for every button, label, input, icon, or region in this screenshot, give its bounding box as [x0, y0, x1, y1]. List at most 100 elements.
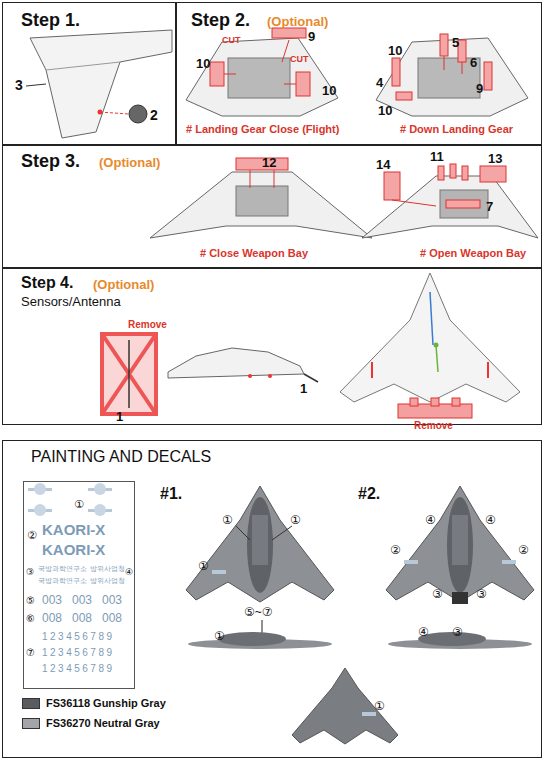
fuselage: [447, 497, 473, 593]
callout-number: 14: [376, 158, 390, 171]
decal-callout: ①: [374, 700, 385, 712]
step-panel: Step 4.(Optional)Sensors/Antenna: [2, 268, 542, 425]
legend-label: FS36118 Gunship Gray: [46, 698, 166, 709]
hull-top: [340, 273, 520, 402]
assembly-arrow: [224, 74, 236, 75]
aircraft-side: [218, 632, 286, 646]
callout-number: 2: [150, 108, 158, 122]
callout-number: 4: [376, 76, 383, 89]
decal-text: 003: [102, 594, 122, 606]
decal-text: 방위사업청: [90, 565, 125, 572]
aircraft-bottom: [292, 668, 398, 744]
gear-door: [296, 72, 310, 96]
sprue-part: [410, 398, 418, 406]
bay-door: [384, 172, 400, 200]
decal-callout: ②: [518, 544, 529, 556]
fit-point: [268, 374, 272, 378]
decal-text: 123456789: [42, 664, 115, 674]
step-heading: Step 2.: [191, 11, 250, 29]
decal-number: ④: [125, 568, 133, 577]
sprue-frame: [102, 334, 156, 414]
section-title: PAINTING AND DECALS: [31, 449, 211, 465]
callout-number: 6: [470, 56, 477, 69]
callout-number: 5: [452, 36, 459, 49]
decal-callout: ③: [452, 626, 463, 638]
panel: [452, 515, 468, 565]
decal-text: 123456789: [42, 648, 115, 658]
callout-number: 7: [486, 200, 493, 213]
sensor-line: [436, 345, 438, 372]
decal-mark: [502, 560, 516, 564]
antenna-part: [128, 340, 130, 408]
assembly-arrow: [462, 62, 463, 74]
aircraft-top: [386, 486, 534, 602]
assembly-arrow: [282, 40, 289, 62]
decal-text: 국방과학연구소: [38, 577, 87, 584]
decal-text: 국방과학연구소: [38, 565, 87, 572]
remove-note: Remove: [414, 421, 453, 431]
decal-number: ⑥: [26, 614, 35, 624]
callout-number: 3: [15, 78, 23, 92]
cut-note: CUT: [222, 36, 241, 45]
decal-roundel: [94, 483, 106, 495]
callout-number: 9: [476, 82, 483, 95]
decal-text: KAORI-X: [42, 522, 105, 537]
hull-underside: [150, 172, 372, 238]
decal-mark: [404, 560, 418, 564]
decal-roundel: [94, 504, 106, 516]
antenna-mark: [487, 362, 489, 378]
decal-callout: ①: [198, 560, 209, 572]
callout-number: 10: [378, 104, 392, 117]
decal-number: ②: [27, 530, 37, 541]
decal-sheet: ①②KAORI-XKAORI-X③국방과학연구소방위사업청④국방과학연구소방위사…: [23, 481, 135, 689]
callout-number: 11: [430, 150, 444, 163]
panel: [252, 515, 268, 565]
decal-callout: ②: [390, 544, 401, 556]
optional-note: (Optional): [93, 278, 154, 291]
variant-note: # Down Landing Gear: [400, 124, 513, 135]
decal-text: 003: [42, 594, 62, 606]
gear-door: [396, 92, 412, 100]
decal-number: ⑦: [26, 648, 35, 658]
decal-callout: ①: [222, 514, 233, 526]
decal-text: 008: [72, 612, 92, 624]
optional-note: (Optional): [267, 15, 328, 28]
callout-number: 9: [308, 30, 315, 43]
assembly-arrow: [250, 170, 251, 188]
decal-callout: ③: [476, 588, 487, 600]
fit-line: [100, 112, 128, 114]
fit-point: [248, 374, 252, 378]
scheme-number: #1.: [160, 486, 182, 502]
decal-callout: ⑤~⑦: [244, 606, 273, 618]
decal-text: 008: [102, 612, 122, 624]
variant-note: # Close Weapon Bay: [200, 248, 308, 259]
decal-callout: ④: [418, 626, 429, 638]
hull-underside: [186, 38, 338, 116]
bay-part: [438, 166, 444, 180]
bay-rack: [446, 200, 480, 208]
fuselage: [247, 497, 273, 593]
decal-callout: ③: [432, 588, 443, 600]
sensor-point: [434, 343, 439, 348]
decal-text: 003: [72, 594, 92, 606]
fit-point: [98, 110, 103, 115]
callout-number: 10: [322, 84, 336, 97]
landing-gear: [392, 58, 400, 86]
decal-text: 방위사업청: [90, 577, 125, 584]
callout-number: 1: [116, 410, 123, 423]
decal-callout: ①: [214, 630, 225, 642]
antenna-part: [304, 374, 318, 382]
hull-underside: [376, 38, 528, 116]
step-heading: Step 4.: [21, 275, 73, 291]
step-panel: Step 1.: [2, 2, 176, 145]
gear-door: [210, 62, 224, 86]
decal-text: 008: [42, 612, 62, 624]
sprue-part: [452, 398, 460, 406]
decal-text: 123456789: [42, 632, 115, 642]
bay-door: [480, 166, 506, 182]
leader-line: [26, 84, 46, 86]
decal-number: ③: [26, 568, 34, 577]
sensor-line: [430, 292, 433, 345]
